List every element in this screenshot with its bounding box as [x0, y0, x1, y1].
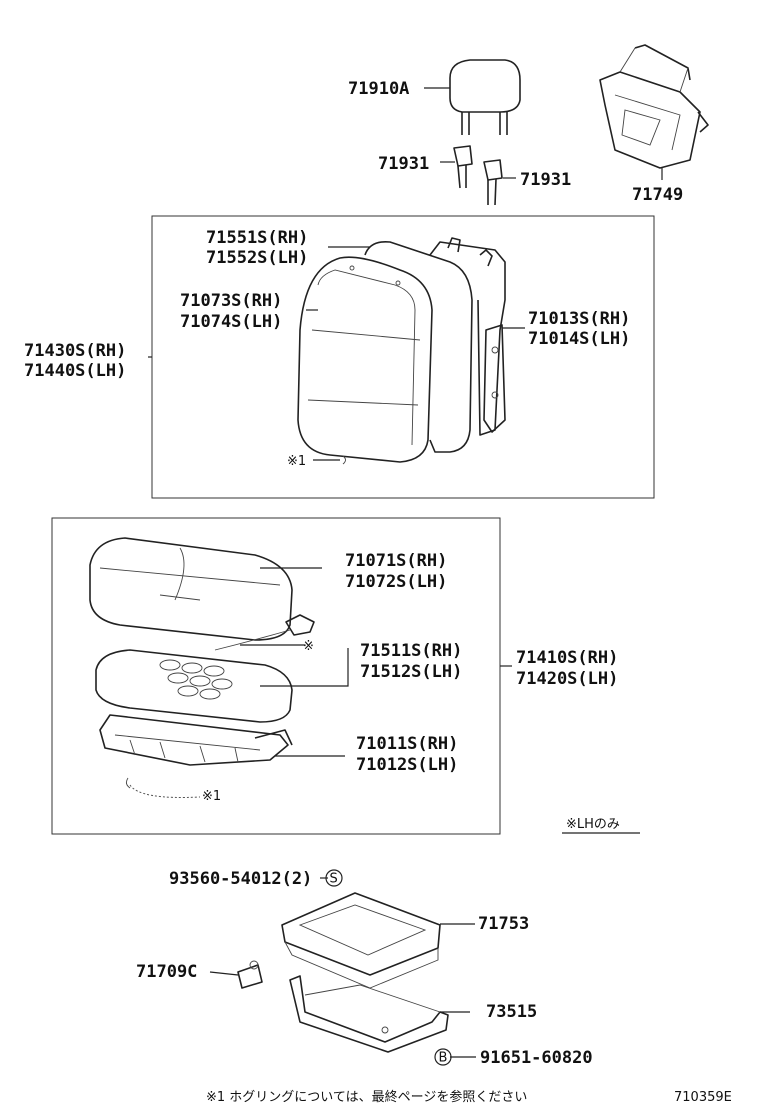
- headrest-support-drawing: [440, 145, 516, 206]
- label-cushion-pad-rh: 71511S(RH): [360, 641, 462, 661]
- label-headrest: 71910A: [348, 79, 409, 99]
- label-cushion-cover-rh: 71071S(RH): [345, 551, 447, 571]
- seatback-drawing: [297, 237, 525, 465]
- label-bracket: 73515: [486, 1002, 537, 1022]
- label-back-assy-lh: 71440S(LH): [24, 361, 126, 381]
- label-cushion-frame-lh: 71012S(LH): [356, 755, 458, 775]
- bolt-mark-circle: [434, 1048, 452, 1066]
- label-hog-ring-cushion: ※1: [202, 789, 221, 804]
- label-back-cover-upper-rh: 71551S(RH): [206, 228, 308, 248]
- label-bolt: 91651-60820: [480, 1048, 593, 1068]
- label-cushion-pad-lh: 71512S(LH): [360, 662, 462, 682]
- label-cushion-frame-rh: 71011S(RH): [356, 734, 458, 754]
- bracket-drawing: [289, 975, 476, 1058]
- label-cushion-assy-rh: 71410S(RH): [516, 648, 618, 668]
- label-back-frame-rh: 71013S(RH): [528, 309, 630, 329]
- label-screw-mark: S: [330, 872, 338, 887]
- label-net: 71749: [632, 185, 683, 205]
- screw-mark-circle: [325, 869, 343, 887]
- label-back-cover-lh: 71074S(LH): [180, 312, 282, 332]
- footer-note: ※1 ホグリングについては、最終ページを参照ください: [206, 1089, 527, 1105]
- net-drawing: [599, 44, 709, 180]
- label-screw: 93560-54012(2): [169, 869, 312, 889]
- tray-drawing: [281, 877, 475, 989]
- label-back-assy-rh: 71430S(RH): [24, 341, 126, 361]
- label-clip: 71709C: [136, 962, 197, 982]
- label-hog-ring-back: ※1: [287, 454, 306, 469]
- label-cushion-pad-note: ※: [303, 639, 314, 654]
- label-back-frame-lh: 71014S(LH): [528, 329, 630, 349]
- label-bolt-mark: B: [439, 1051, 448, 1066]
- cushion-drawing: [89, 537, 349, 798]
- label-lh-only-note: ※LHのみ: [566, 817, 620, 832]
- clip-drawing: [209, 960, 263, 989]
- label-support-right: 71931: [520, 170, 571, 190]
- headrest-drawing: [424, 59, 521, 135]
- label-tray: 71753: [478, 914, 529, 934]
- label-back-cover-upper-lh: 71552S(LH): [206, 248, 308, 268]
- figure-id: 710359E: [674, 1090, 732, 1105]
- cushion-group-box: [51, 517, 501, 835]
- label-support-left: 71931: [378, 154, 429, 174]
- label-cushion-cover-lh: 71072S(LH): [345, 572, 447, 592]
- label-cushion-assy-lh: 71420S(LH): [516, 669, 618, 689]
- label-back-cover-rh: 71073S(RH): [180, 291, 282, 311]
